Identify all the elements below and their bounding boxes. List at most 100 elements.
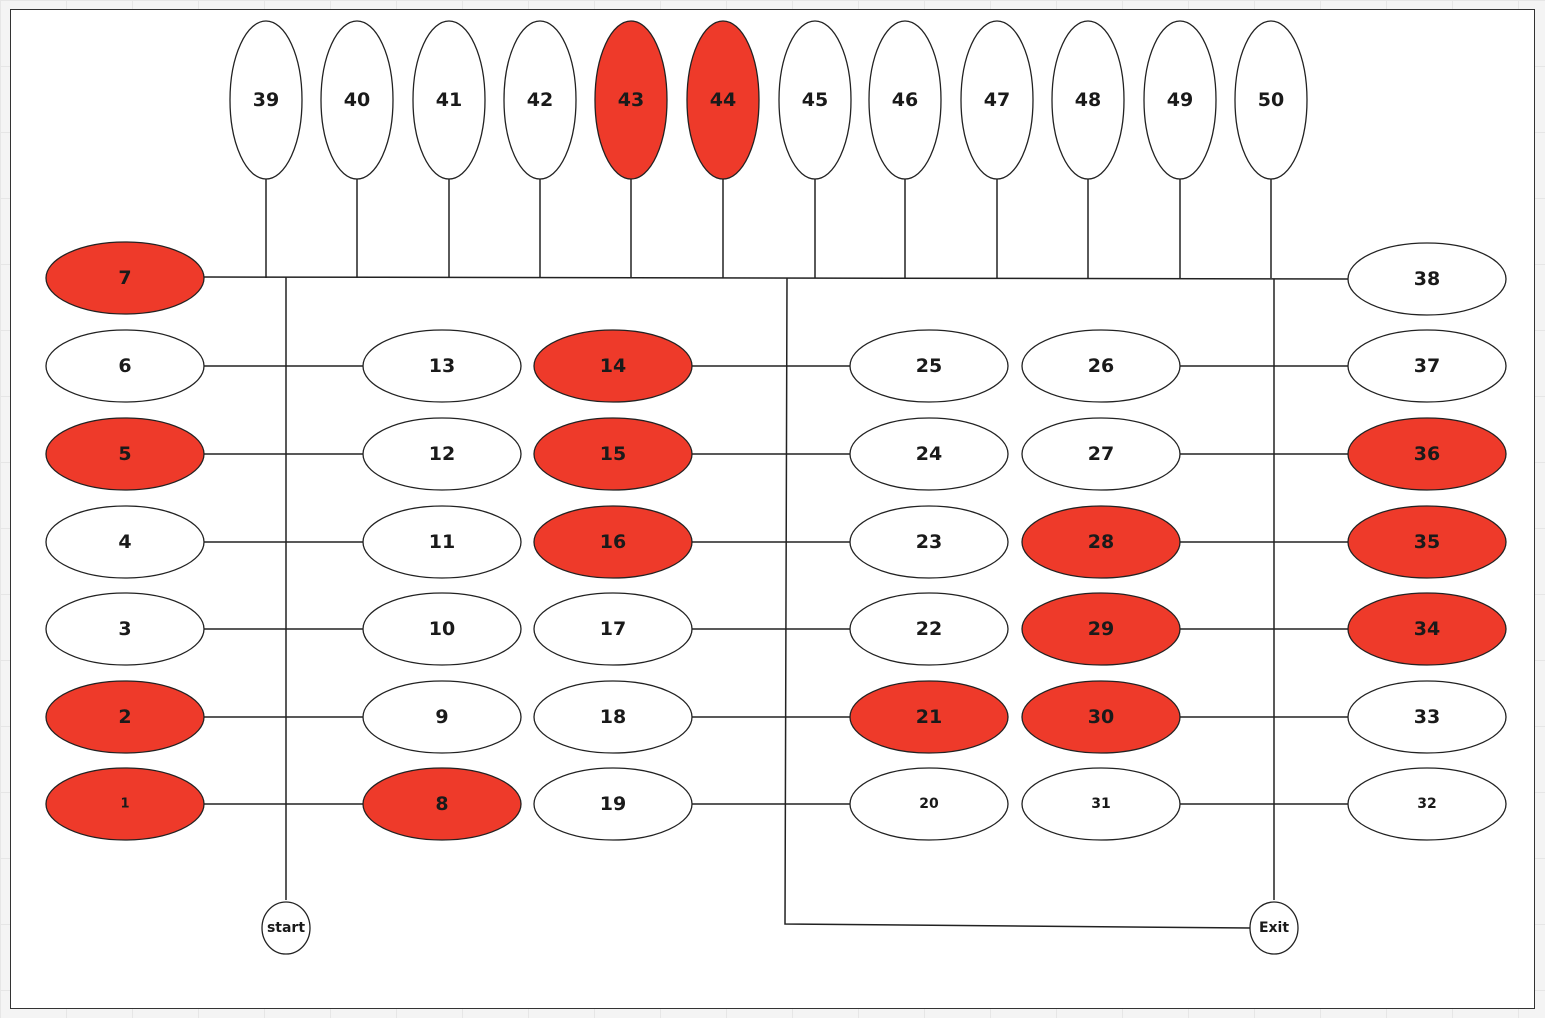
node-6[interactable]: 6 — [45, 329, 205, 403]
node-7[interactable]: 7 — [45, 241, 205, 315]
node-shape — [1347, 767, 1507, 841]
start-terminal[interactable]: start — [261, 901, 311, 955]
node-45[interactable]: 45 — [778, 20, 852, 180]
node-26[interactable]: 26 — [1021, 329, 1181, 403]
node-13[interactable]: 13 — [362, 329, 522, 403]
node-19[interactable]: 19 — [533, 767, 693, 841]
node-36[interactable]: 36 — [1347, 417, 1507, 491]
node-40[interactable]: 40 — [320, 20, 394, 180]
node-label: 31 — [1091, 796, 1110, 812]
node-34[interactable]: 34 — [1347, 592, 1507, 666]
node-shape — [1021, 329, 1181, 403]
node-label: 43 — [618, 89, 644, 111]
node-38[interactable]: 38 — [1347, 242, 1507, 316]
node-44[interactable]: 44 — [686, 20, 760, 180]
node-31[interactable]: 31 — [1021, 767, 1181, 841]
node-label: 34 — [1414, 618, 1440, 640]
node-label: 13 — [429, 355, 455, 377]
node-shape — [533, 505, 693, 579]
node-shape — [1347, 505, 1507, 579]
node-43[interactable]: 43 — [594, 20, 668, 180]
node-23[interactable]: 23 — [849, 505, 1009, 579]
node-5[interactable]: 5 — [45, 417, 205, 491]
node-35[interactable]: 35 — [1347, 505, 1507, 579]
node-label: 26 — [1088, 355, 1114, 377]
node-20[interactable]: 20 — [849, 767, 1009, 841]
node-shape — [533, 680, 693, 754]
exit-terminal[interactable]: Exit — [1249, 901, 1299, 955]
node-shape — [45, 680, 205, 754]
node-10[interactable]: 10 — [362, 592, 522, 666]
node-label: 1 — [120, 797, 129, 812]
node-shape — [1347, 417, 1507, 491]
node-shape — [503, 20, 577, 180]
node-33[interactable]: 33 — [1347, 680, 1507, 754]
node-shape — [362, 417, 522, 491]
node-2[interactable]: 2 — [45, 680, 205, 754]
node-21[interactable]: 21 — [849, 680, 1009, 754]
node-3[interactable]: 3 — [45, 592, 205, 666]
node-16[interactable]: 16 — [533, 505, 693, 579]
node-12[interactable]: 12 — [362, 417, 522, 491]
node-41[interactable]: 41 — [412, 20, 486, 180]
node-15[interactable]: 15 — [533, 417, 693, 491]
node-49[interactable]: 49 — [1143, 20, 1217, 180]
node-17[interactable]: 17 — [533, 592, 693, 666]
node-label: 38 — [1414, 268, 1440, 290]
node-shape — [1143, 20, 1217, 180]
node-14[interactable]: 14 — [533, 329, 693, 403]
node-9[interactable]: 9 — [362, 680, 522, 754]
node-label: 41 — [436, 89, 462, 111]
node-shape — [778, 20, 852, 180]
node-shape — [362, 592, 522, 666]
node-shape — [1021, 505, 1181, 579]
node-30[interactable]: 30 — [1021, 680, 1181, 754]
node-shape — [229, 20, 303, 180]
node-47[interactable]: 47 — [960, 20, 1034, 180]
node-label: 8 — [435, 793, 448, 815]
node-label: 49 — [1167, 89, 1193, 111]
node-24[interactable]: 24 — [849, 417, 1009, 491]
exit-route-line — [784, 277, 1251, 929]
node-shape — [686, 20, 760, 180]
node-42[interactable]: 42 — [503, 20, 577, 180]
node-46[interactable]: 46 — [868, 20, 942, 180]
node-shape — [594, 20, 668, 180]
node-48[interactable]: 48 — [1051, 20, 1125, 180]
node-shape — [1021, 680, 1181, 754]
node-label: 17 — [600, 618, 626, 640]
terminal-label: start — [267, 920, 305, 936]
node-shape — [1347, 680, 1507, 754]
node-label: 35 — [1414, 531, 1440, 553]
node-label: 21 — [916, 706, 942, 728]
node-label: 7 — [118, 267, 131, 289]
node-18[interactable]: 18 — [533, 680, 693, 754]
node-22[interactable]: 22 — [849, 592, 1009, 666]
node-label: 5 — [118, 443, 131, 465]
node-27[interactable]: 27 — [1021, 417, 1181, 491]
node-32[interactable]: 32 — [1347, 767, 1507, 841]
terminal-shape — [261, 901, 311, 955]
node-label: 45 — [802, 89, 828, 111]
node-label: 47 — [984, 89, 1010, 111]
node-37[interactable]: 37 — [1347, 329, 1507, 403]
node-label: 42 — [527, 89, 553, 111]
node-11[interactable]: 11 — [362, 505, 522, 579]
node-25[interactable]: 25 — [849, 329, 1009, 403]
node-shape — [362, 329, 522, 403]
node-4[interactable]: 4 — [45, 505, 205, 579]
node-shape — [362, 767, 522, 841]
node-50[interactable]: 50 — [1234, 20, 1308, 180]
node-shape — [1234, 20, 1308, 180]
node-39[interactable]: 39 — [229, 20, 303, 180]
node-label: 27 — [1088, 443, 1114, 465]
node-28[interactable]: 28 — [1021, 505, 1181, 579]
node-8[interactable]: 8 — [362, 767, 522, 841]
node-label: 20 — [919, 796, 939, 812]
node-29[interactable]: 29 — [1021, 592, 1181, 666]
node-label: 48 — [1075, 89, 1101, 111]
node-1[interactable]: 1 — [45, 767, 205, 841]
node-shape — [45, 505, 205, 579]
